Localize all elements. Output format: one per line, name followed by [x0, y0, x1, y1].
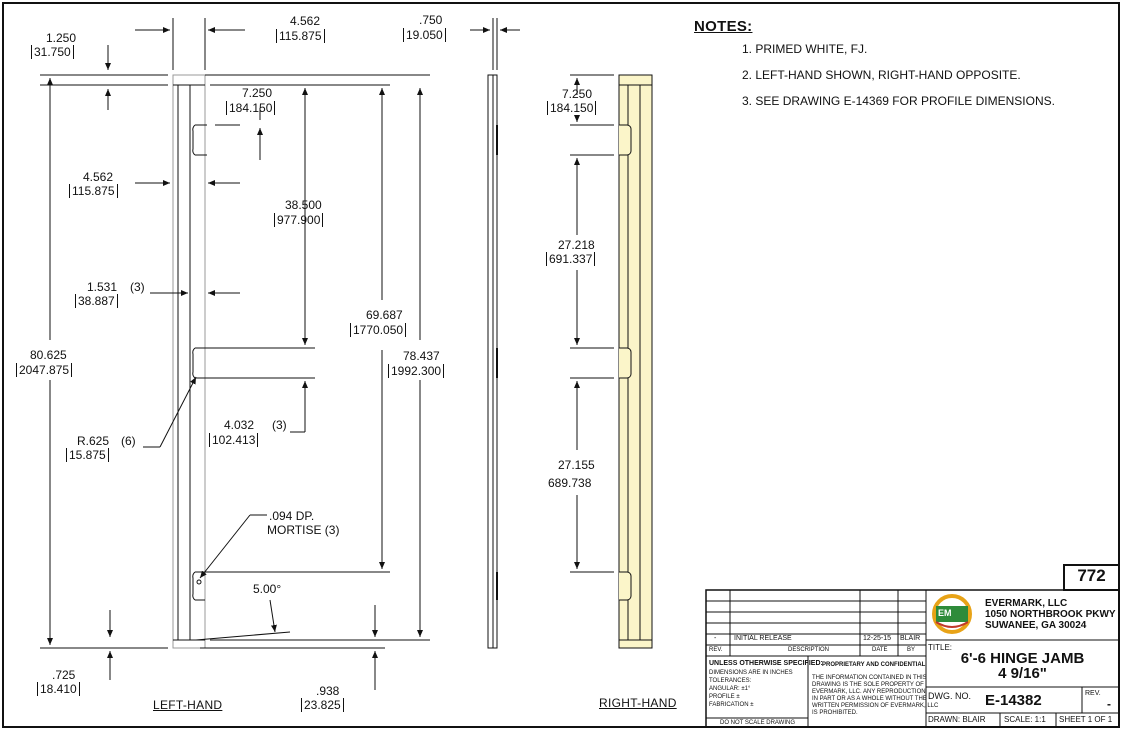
drawing-title: 6'-6 HINGE JAMB: [960, 650, 1085, 667]
dim-69687-mm: 1770.050: [350, 323, 407, 337]
rev-header-date: DATE: [872, 647, 888, 653]
company-address: 1050 NORTHBROOK PKWY: [985, 609, 1116, 620]
dim-725: .725: [52, 668, 76, 682]
evermark-logo: [932, 594, 972, 634]
unless-line-5: FABRICATION ±: [709, 702, 754, 708]
proprietary-title: PROPRIETARY AND CONFIDENTIAL: [822, 662, 926, 668]
title-block-lines: [705, 564, 1120, 728]
note-2: 2. LEFT-HAND SHOWN, RIGHT-HAND OPPOSITE.: [742, 68, 1021, 82]
dim-938: .938: [316, 684, 340, 698]
logo-text: EM: [938, 608, 952, 618]
notes-title: NOTES:: [694, 18, 753, 35]
proprietary-line-5: WRITTEN PERMISSION OF EVERMARK, LLC: [812, 703, 939, 709]
rh-dim-7250: 7.250: [562, 87, 593, 101]
company-name: EVERMARK, LLC: [985, 598, 1068, 609]
dim-725-mm: 18.410: [37, 682, 80, 696]
do-not-scale: DO NOT SCALE DRAWING: [720, 720, 796, 726]
dim-38500: 38.500: [285, 198, 322, 212]
dim-7250: 7.250: [242, 86, 273, 100]
dim-938-mm: 23.825: [301, 698, 344, 712]
dim-1250: 1.250: [46, 31, 77, 45]
unless-line-3: ANGULAR: ±1°: [709, 686, 751, 692]
rev-row-by: BLAIR: [900, 635, 921, 642]
dim-4032-mm: 102.413: [209, 433, 259, 447]
dim-4032: 4.032: [224, 418, 255, 432]
unless-line-4: PROFILE ±: [709, 694, 740, 700]
rev-label: REV.: [1085, 690, 1101, 697]
right-hand-elevation: [618, 74, 653, 649]
dim-80625: 80.625: [30, 348, 67, 362]
proprietary-line-6: IS PROHIBITED.: [812, 710, 858, 716]
left-hand-elevation: [172, 74, 390, 649]
rev-header-description: DESCRIPTION: [788, 647, 830, 653]
dim-78437-mm: 1992.300: [388, 364, 445, 378]
drawn-by: DRAWN: BLAIR: [928, 715, 986, 724]
unless-line-1: DIMENSIONS ARE IN INCHES: [709, 670, 793, 676]
dim-r625-qty: (6): [121, 434, 136, 448]
rh-dim-27218-mm: 691.337: [546, 252, 596, 266]
dwg-no: E-14382: [985, 692, 1042, 709]
right-hand-label: RIGHT-HAND: [599, 696, 677, 710]
mortise-depth: .094 DP.: [269, 509, 315, 523]
dim-r625: R.625: [77, 434, 110, 448]
drawing-subtitle: 4 9/16": [998, 665, 1047, 682]
dim-750-mm: 19.050: [403, 28, 446, 42]
dim-38500-mm: 977.900: [274, 213, 324, 227]
rh-dim-27155: 27.155: [558, 458, 595, 472]
dim-4562-top-mm: 115.875: [276, 29, 325, 43]
proprietary-line-4: IN PART OR AS A WHOLE WITHOUT THE: [812, 696, 927, 702]
unless-title: UNLESS OTHERWISE SPECIFIED:: [709, 660, 823, 667]
note-3: 3. SEE DRAWING E-14369 FOR PROFILE DIMEN…: [742, 94, 1055, 108]
mortise-label: MORTISE (3): [267, 523, 340, 537]
side-profile: [487, 74, 498, 649]
dim-4032-qty: (3): [272, 418, 287, 432]
dim-78437: 78.437: [403, 349, 440, 363]
dim-7250-mm: 184.150: [226, 101, 276, 115]
dim-1531-mm: 38.887: [75, 294, 118, 308]
rh-dim-7250-mm: 184.150: [547, 101, 597, 115]
rev-row-rev: -: [714, 635, 717, 642]
unless-line-2: TOLERANCES:: [709, 678, 752, 684]
rev-row-description: INITIAL RELEASE: [734, 635, 792, 642]
scale: SCALE: 1:1: [1004, 715, 1046, 724]
title-label: TITLE:: [928, 643, 953, 652]
dim-1250-mm: 31.750: [31, 45, 74, 59]
proprietary-line-1: THE INFORMATION CONTAINED IN THIS: [812, 675, 927, 681]
rh-dim-27218: 27.218: [558, 238, 595, 252]
proprietary-line-2: DRAWING IS THE SOLE PROPERTY OF: [812, 682, 924, 688]
sheet-count: SHEET 1 OF 1: [1059, 715, 1113, 724]
proprietary-line-3: EVERMARK, LLC. ANY REPRODUCTION: [812, 689, 926, 695]
rev-header-rev: REV.: [709, 647, 723, 653]
sheet-number: 772: [1077, 566, 1106, 585]
dim-4562-top: 4.562: [290, 14, 321, 28]
dwg-no-label: DWG. NO.: [928, 691, 971, 701]
rev-header-by: BY: [907, 647, 916, 653]
dim-1531: 1.531: [87, 280, 118, 294]
dim-4562-mid: 4.562: [83, 170, 114, 184]
dim-69687: 69.687: [366, 308, 403, 322]
rh-dim-27155-mm: 689.738: [548, 476, 592, 490]
angle-dim: 5.00°: [253, 582, 282, 596]
dim-4562-mid-mm: 115.875: [69, 184, 118, 198]
dim-80625-mm: 2047.875: [16, 363, 73, 377]
dim-750: .750: [419, 13, 443, 27]
dim-r625-mm: 15.875: [66, 448, 109, 462]
left-hand-label: LEFT-HAND: [153, 698, 223, 712]
rev-value: -: [1107, 697, 1111, 711]
dim-1531-qty: (3): [130, 280, 145, 294]
company-city: SUWANEE, GA 30024: [985, 620, 1087, 631]
note-1: 1. PRIMED WHITE, FJ.: [742, 42, 868, 56]
rev-row-date: 12-25-15: [863, 635, 892, 642]
